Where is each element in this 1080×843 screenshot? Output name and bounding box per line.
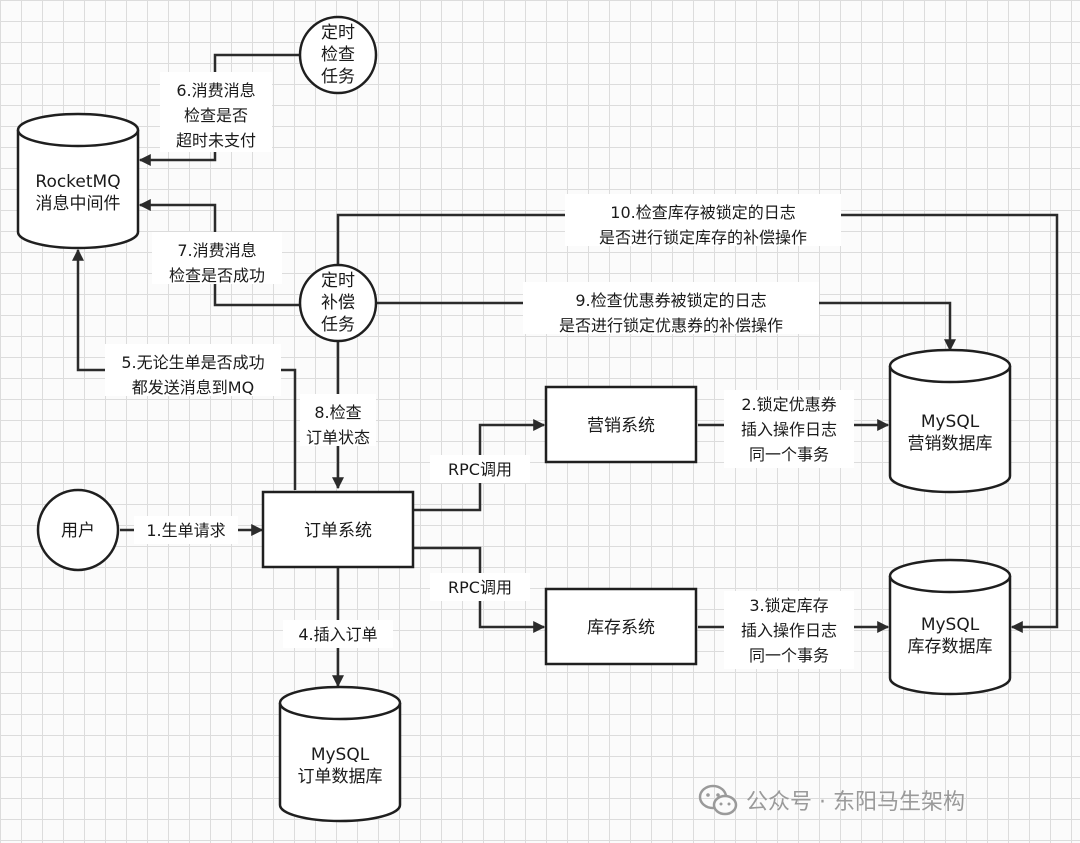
inventory-db-line-2: 库存数据库 (908, 637, 993, 657)
e3-line-3: 同一个事务 (749, 646, 829, 665)
e10-line-1: 10.检查库存被锁定的日志 (610, 203, 795, 222)
e10-line-2: 是否进行锁定库存的补偿操作 (599, 228, 807, 247)
marketing-db-line-1: MySQL (921, 412, 980, 432)
e4-line-1: 4.插入订单 (298, 625, 377, 644)
e9-line-1: 9.检查优惠券被锁定的日志 (575, 291, 766, 310)
svg-text:订单系统: 订单系统 (304, 521, 372, 541)
svg-text:营销系统: 营销系统 (587, 416, 655, 436)
e2-line-3: 同一个事务 (749, 445, 829, 464)
e8-line-1: 8.检查 (314, 403, 361, 422)
order-system-line-1: 订单系统 (304, 521, 372, 541)
label-check-order-status: 8.检查订单状态 (306, 403, 370, 447)
rpc-inventory-line-1: RPC调用 (448, 578, 512, 597)
e5-line-2: 都发送消息到MQ (132, 378, 254, 397)
order-db-line-1: MySQL (311, 745, 370, 765)
e3-line-2: 插入操作日志 (741, 621, 837, 640)
label-rpc-inventory: RPC调用 (448, 578, 512, 597)
label-consume-check-success: 7.消费消息检查是否成功 (169, 241, 265, 285)
user-line-1: 用户 (61, 521, 95, 541)
marketing-system-line-1: 营销系统 (587, 416, 655, 436)
label-insert-order: 4.插入订单 (298, 625, 377, 644)
e7-line-1: 7.消费消息 (177, 241, 256, 260)
label-check-stock-log: 10.检查库存被锁定的日志是否进行锁定库存的补偿操作 (599, 203, 807, 247)
scheduler-check-line-1: 定时 (321, 23, 355, 43)
wechat-icon (698, 784, 738, 816)
rpc-marketing-line-1: RPC调用 (448, 460, 512, 479)
svg-text:库存系统: 库存系统 (587, 618, 655, 638)
order-db-line-2: 订单数据库 (298, 767, 383, 787)
e2-line-1: 2.锁定优惠券 (741, 395, 836, 414)
e7-line-2: 检查是否成功 (169, 266, 265, 285)
inventory-system-node: 库存系统 (544, 587, 698, 666)
label-create-order-request: 1.生单请求 (146, 521, 225, 540)
scheduler-check-line-3: 任务 (321, 67, 355, 87)
e9-line-2: 是否进行锁定优惠券的补偿操作 (559, 316, 783, 335)
scheduler-compensate-line-3: 任务 (321, 315, 355, 335)
e6-line-2: 检查是否 (184, 106, 248, 125)
label-consume-check-timeout: 6.消费消息检查是否超时未支付 (176, 81, 256, 150)
edge-compensate-to-inventorydb (336, 213, 1059, 633)
label-send-mq: 5.无论生单是否成功都发送消息到MQ (121, 353, 264, 397)
e3-line-1: 3.锁定库存 (749, 596, 828, 615)
marketing-system-node: 营销系统 (544, 385, 698, 464)
inventory-db-line-1: MySQL (921, 615, 980, 635)
svg-text:定时检查任务: 定时检查任务 (321, 23, 355, 87)
scheduled-check-task-node: 定时检查任务 (298, 15, 378, 95)
marketing-db-line-2: 营销数据库 (908, 434, 993, 454)
e1-line-1: 1.生单请求 (146, 521, 225, 540)
label-check-coupon-log: 9.检查优惠券被锁定的日志是否进行锁定优惠券的补偿操作 (559, 291, 783, 335)
rocketmq-line-1: RocketMQ (35, 172, 120, 192)
e5-line-1: 5.无论生单是否成功 (121, 353, 264, 372)
svg-text:定时补偿任务: 定时补偿任务 (321, 271, 355, 335)
scheduler-check-line-2: 检查 (321, 45, 355, 65)
scheduler-compensate-line-2: 补偿 (321, 293, 355, 313)
scheduler-compensate-line-1: 定时 (321, 271, 355, 291)
rocketmq-line-2: 消息中间件 (36, 194, 121, 214)
watermark: 公众号 · 东阳马生架构 (698, 780, 965, 820)
label-rpc-marketing: RPC调用 (448, 460, 512, 479)
e2-line-2: 插入操作日志 (741, 420, 837, 439)
e6-line-3: 超时未支付 (176, 131, 256, 150)
inventory-system-line-1: 库存系统 (587, 618, 655, 638)
scheduled-compensation-task-node: 定时补偿任务 (298, 263, 378, 343)
label-lock-coupon: 2.锁定优惠券插入操作日志同一个事务 (741, 395, 837, 464)
svg-text:用户: 用户 (61, 521, 95, 541)
e6-line-1: 6.消费消息 (176, 81, 255, 100)
order-system-node: 订单系统 (261, 490, 415, 569)
label-lock-stock: 3.锁定库存插入操作日志同一个事务 (741, 596, 837, 665)
watermark-text: 公众号 · 东阳马生架构 (746, 790, 965, 815)
e8-line-2: 订单状态 (306, 428, 370, 447)
user-node: 用户 (36, 488, 120, 572)
